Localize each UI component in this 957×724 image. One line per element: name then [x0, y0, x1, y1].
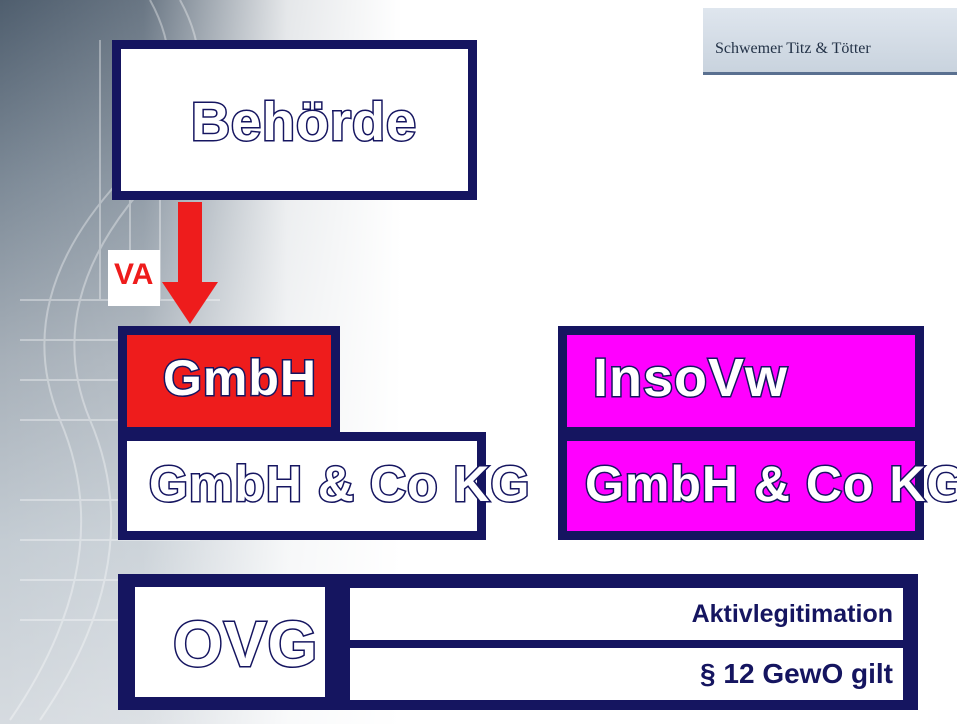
right-kg-box: GmbH & Co KG [567, 441, 957, 531]
insovw-label: InsoVw [591, 347, 789, 410]
left-kg-box: GmbH & Co KG [127, 441, 531, 531]
va-label: VA [114, 258, 154, 291]
authority-box: Behörde [112, 40, 477, 200]
court-line1: Aktivlegitimation [691, 600, 893, 628]
brand-header: Schwemer Titz & Tötter [703, 8, 957, 75]
ovg-label: OVG [171, 607, 319, 682]
brand-name: Schwemer Titz & Tötter [715, 40, 871, 57]
va-label-box: VA [108, 250, 160, 306]
court-line2-box: § 12 GewO gilt [350, 648, 903, 700]
insovw-box: InsoVw [567, 335, 915, 427]
authority-label: Behörde [189, 91, 418, 154]
court-line1-box: Aktivlegitimation [350, 588, 903, 640]
ovg-box: OVG [135, 587, 325, 697]
gmbh-label: GmbH [162, 349, 318, 408]
right-kg-label: GmbH & Co KG [583, 455, 957, 514]
court-line2: § 12 GewO gilt [700, 658, 893, 689]
left-kg-label: GmbH & Co KG [147, 455, 531, 514]
va-arrow [162, 202, 218, 324]
gmbh-box: GmbH [127, 335, 331, 427]
